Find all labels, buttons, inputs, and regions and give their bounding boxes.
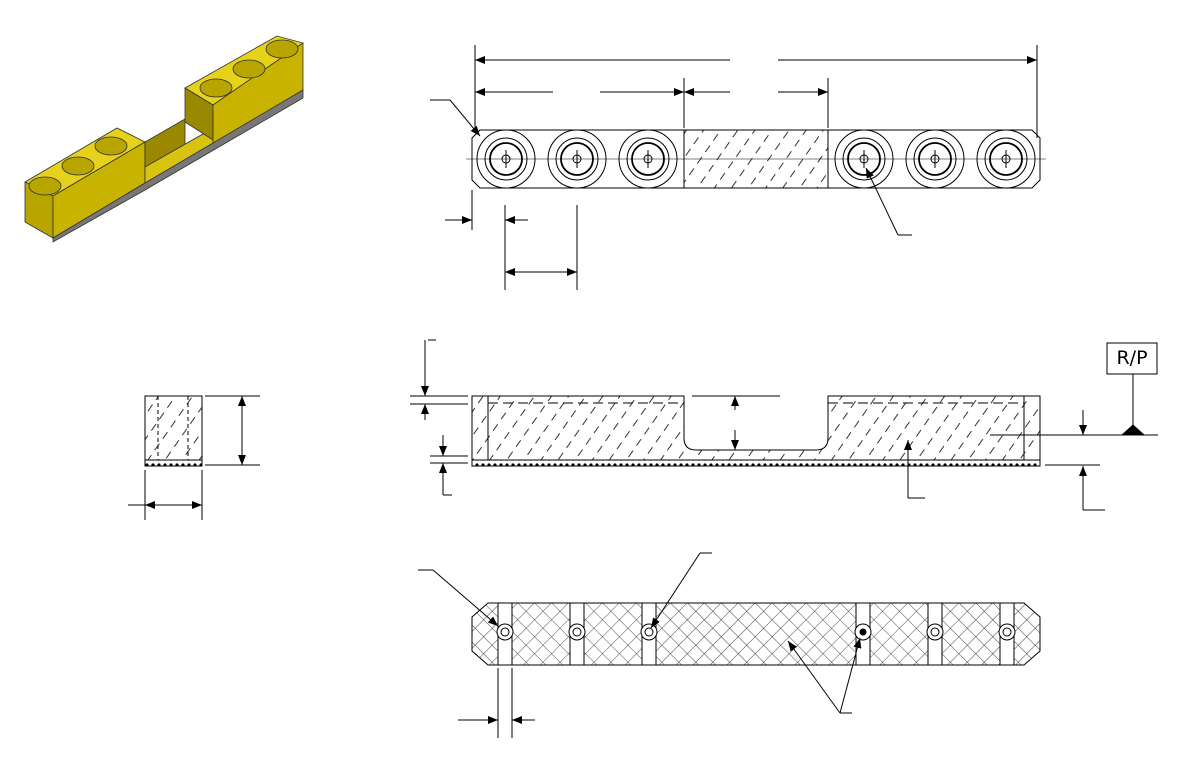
front-view	[410, 339, 1158, 511]
side-view	[128, 395, 260, 520]
top-view	[430, 45, 1046, 290]
isometric-view	[24, 35, 304, 243]
reference-symbol-box	[1106, 342, 1158, 375]
top-holes	[476, 129, 1036, 189]
reference-symbol-label: R/P	[1116, 347, 1148, 369]
bottom-view	[418, 552, 1041, 738]
